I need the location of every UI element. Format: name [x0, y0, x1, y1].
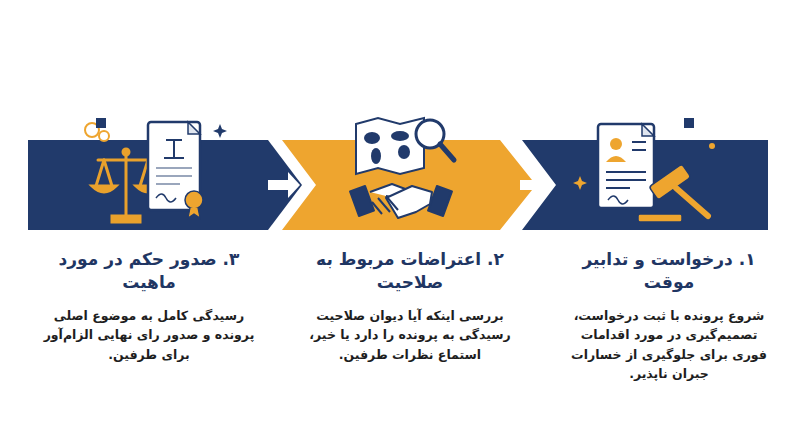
arrow-shaft	[520, 180, 537, 190]
step-heading: ۳. صدور حکم در مورد ماهیت	[49, 248, 249, 294]
arrow-shaft	[268, 180, 289, 190]
step-description: رسیدگی کامل به موضوع اصلی پرونده و صدور …	[42, 306, 257, 364]
band-segment	[282, 140, 536, 230]
arrow-head	[536, 172, 548, 198]
flow-arrow	[268, 172, 300, 198]
gavel-icon	[638, 164, 708, 222]
arrow-head	[288, 172, 300, 198]
map-icon	[356, 118, 454, 174]
step-heading: ۱. درخواست و تدابیر موقت	[569, 248, 769, 294]
step-heading: ۲. اعتراضات مربوط به صلاحیت	[310, 248, 510, 294]
document-icon	[148, 122, 203, 218]
step-box: ۲. اعتراضات مربوط به صلاحیت بررسی اینکه آ…	[300, 130, 520, 372]
step-box: ۱. درخواست و تدابیر موقت شروع پرونده با ث…	[548, 130, 790, 391]
step-description: شروع پرونده با ثبت درخواست، تصمیم‌گیری د…	[562, 306, 777, 384]
step-box: ۳. صدور حکم در مورد ماهیت رسیدگی کامل به …	[30, 130, 268, 372]
step-description: بررسی اینکه آیا دیوان صلاحیت رسیدگی به پ…	[306, 306, 514, 364]
handshake-icon	[350, 184, 452, 218]
document-icon	[598, 124, 654, 208]
decor-dots	[573, 118, 715, 190]
flow-arrow	[520, 172, 548, 198]
decor-dots	[85, 118, 227, 141]
